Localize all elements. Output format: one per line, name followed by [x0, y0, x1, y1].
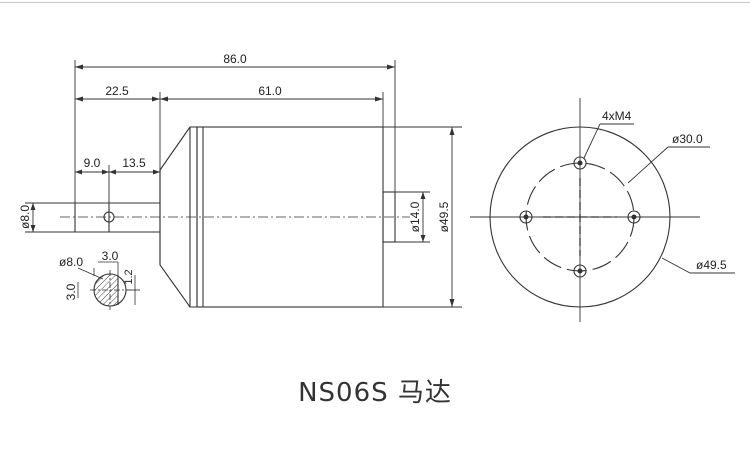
motor-shaft: [74, 202, 160, 233]
dim-body-length: 61.0: [258, 84, 282, 98]
dim-shaft-step-a: 9.0: [84, 156, 101, 170]
dim-section-height: 3.0: [64, 283, 78, 300]
motor-front-view: [470, 98, 700, 322]
dim-flat-width: 3.0: [102, 249, 119, 263]
dim-shaft-step-b: 13.5: [122, 156, 146, 170]
shaft-section: [77, 261, 140, 310]
mounting-holes: [519, 156, 641, 278]
dimension-lines: [25, 60, 462, 308]
dim-shaft-length: 22.5: [105, 84, 129, 98]
dim-holes: 4xM4: [602, 109, 632, 123]
dim-flat-depth: 1.2: [123, 269, 135, 284]
dim-pcd: ø30.0: [672, 132, 703, 146]
dim-section-diameter: ø8.0: [59, 255, 83, 269]
leader-lines: [583, 123, 735, 274]
dim-body-diameter-front: ø49.5: [696, 258, 727, 272]
motor-caption: NS06S 马达: [298, 378, 452, 408]
dim-shaft-diameter: ø8.0: [18, 205, 32, 229]
dim-body-diameter-side: ø49.5: [437, 201, 451, 232]
dim-boss-diameter: ø14.0: [408, 201, 422, 232]
dimension-arrows: [30, 64, 455, 307]
dim-overall-length: 86.0: [223, 52, 247, 66]
top-divider: [0, 2, 750, 3]
